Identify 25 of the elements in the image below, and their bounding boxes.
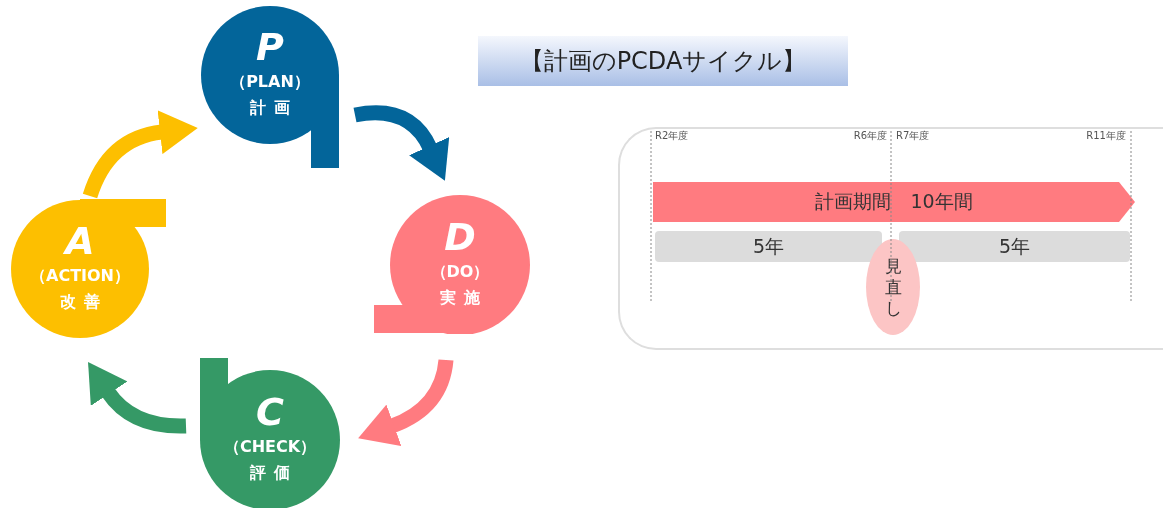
- year-label: R2年度: [655, 129, 689, 143]
- review-ellipse: [866, 239, 920, 335]
- step-letter: P: [255, 26, 285, 68]
- step-letter: A: [62, 220, 96, 262]
- period-bar: [655, 231, 882, 262]
- review-label: 見直し: [884, 255, 902, 319]
- period-label: 計画期間 10年間: [815, 189, 973, 214]
- step-name: （PLAN）: [229, 72, 311, 93]
- step-name: （CHECK）: [222, 437, 318, 458]
- year-label: R6年度: [853, 129, 887, 143]
- period-bar: [899, 231, 1130, 262]
- period-label: 5年: [752, 233, 785, 259]
- step-label: 計画: [249, 98, 299, 119]
- step-label: 評価: [249, 463, 299, 484]
- step-name: （ACTION）: [29, 266, 131, 287]
- step-label: 改善: [59, 292, 109, 313]
- period-label: 5年: [998, 233, 1031, 259]
- title-banner: 【計画のPCDAサイクル】: [478, 36, 848, 86]
- year-label: R7年度: [896, 129, 930, 143]
- step-label: 実施: [439, 288, 489, 309]
- step-letter: D: [443, 216, 477, 258]
- year-label: R11年度: [1086, 129, 1126, 143]
- timeline-panel: [618, 127, 1163, 350]
- step-letter: C: [255, 391, 285, 433]
- step-name: （DO）: [429, 262, 491, 283]
